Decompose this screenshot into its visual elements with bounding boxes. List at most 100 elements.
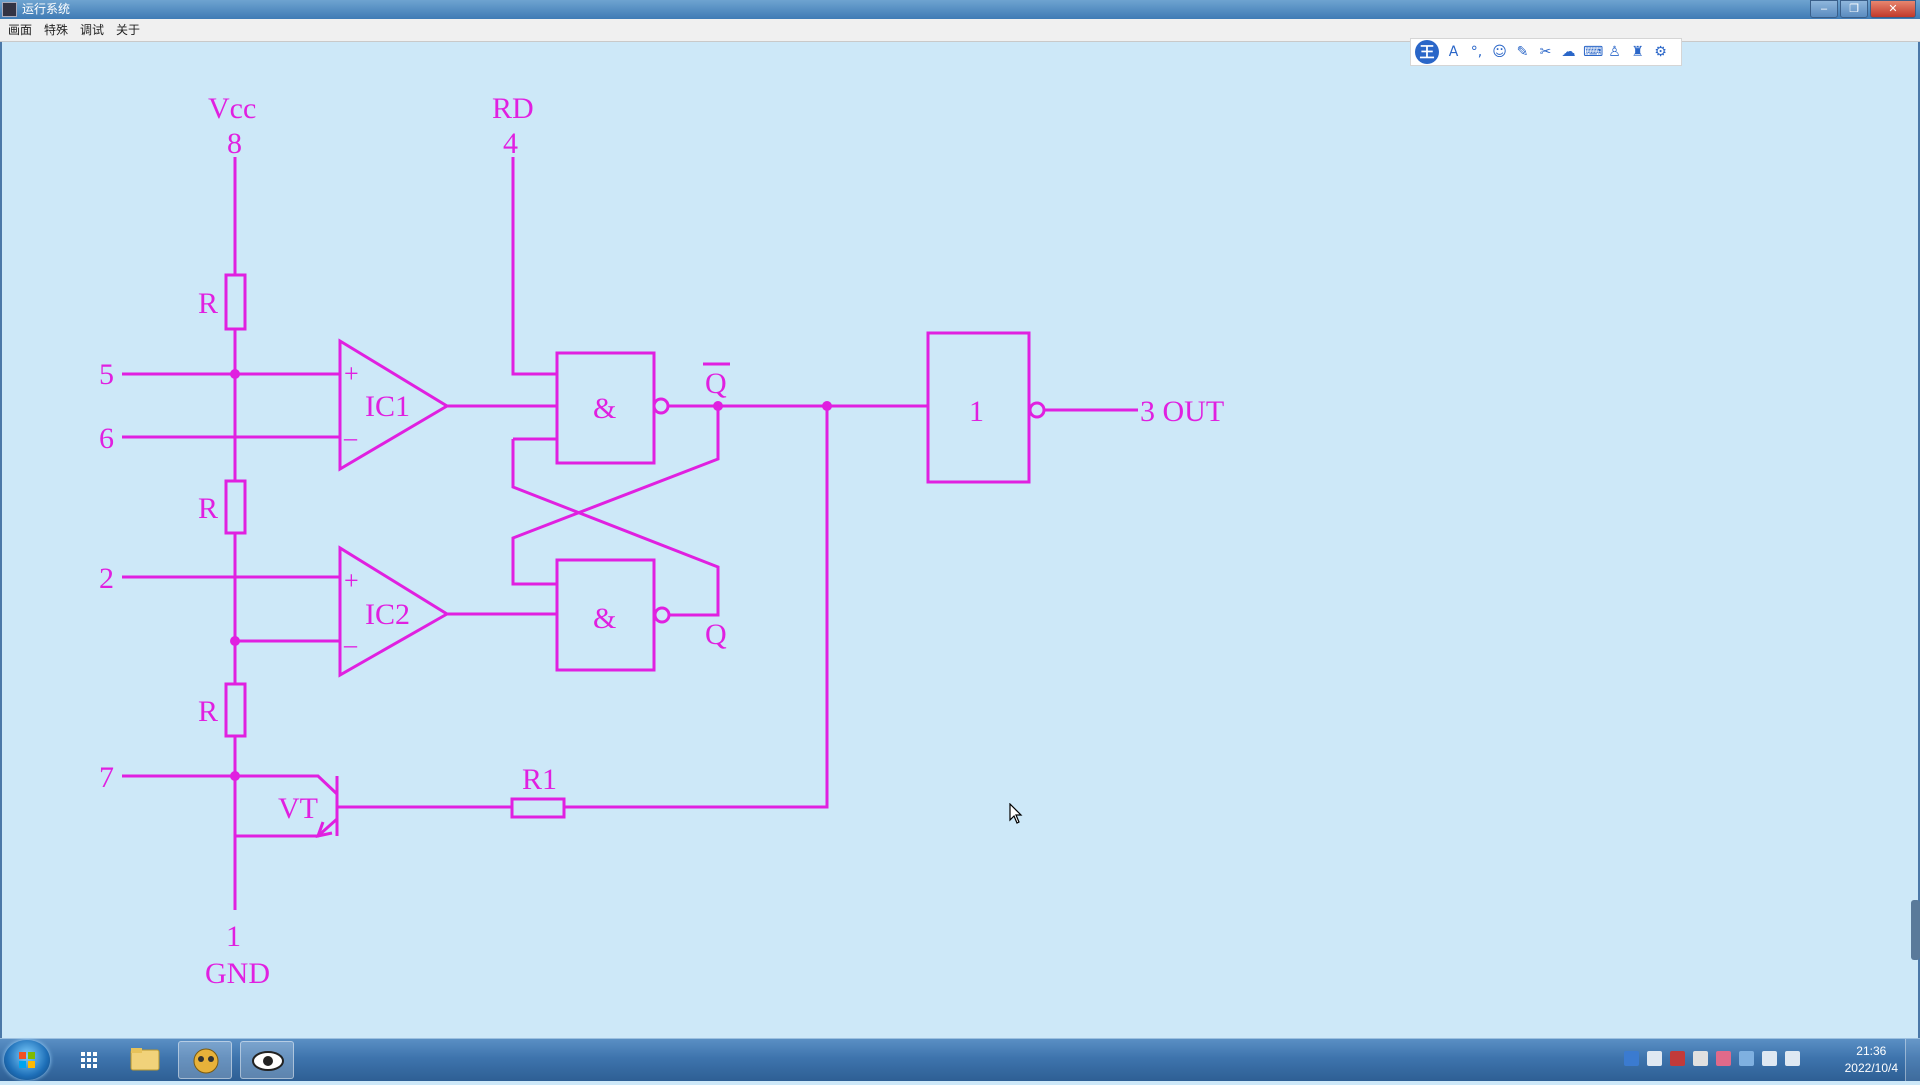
label-pin1: 1 — [226, 920, 241, 953]
transistor-collector — [235, 774, 339, 796]
menu-item-debug[interactable]: 调试 — [80, 23, 105, 37]
scissors-icon[interactable]: ✂ — [1539, 44, 1552, 60]
wire-cross-1 — [511, 406, 720, 586]
label-r-top: R — [198, 287, 218, 320]
show-desktop-button[interactable] — [1905, 1039, 1920, 1081]
label-vt: VT — [278, 792, 318, 825]
label-ic2-minus: – — [343, 630, 358, 659]
close-button[interactable]: ✕ — [1870, 0, 1916, 18]
label-not-gate: 1 — [969, 395, 984, 428]
clock-date: 2022/10/4 — [1844, 1061, 1898, 1075]
display-tray-icon[interactable] — [1693, 1051, 1708, 1066]
ime-toolbar: 王 A °, ☺ ✎ ✂ ☁ ⌨ ♙ ♜ ⚙ — [1410, 38, 1682, 66]
junction-dots — [230, 369, 832, 781]
ime-tray-icon[interactable] — [1624, 1051, 1639, 1066]
clock-time: 21:36 — [1856, 1044, 1887, 1058]
scrollbar-handle[interactable] — [1911, 900, 1920, 960]
minimize-button[interactable]: – — [1810, 0, 1838, 18]
menu-item-about[interactable]: 关于 — [116, 23, 141, 37]
skin-icon[interactable]: ♜ — [1631, 44, 1644, 60]
runtime-app-icon — [193, 1048, 219, 1074]
label-pin2: 2 — [99, 562, 114, 595]
label-rd: RD — [492, 92, 534, 125]
ime-logo-icon[interactable]: 王 — [1415, 40, 1439, 64]
restore-button[interactable]: ❐ — [1840, 0, 1868, 18]
window-controls: – ❐ ✕ — [1810, 0, 1916, 18]
resistor-bottom — [224, 682, 247, 738]
canvas-area — [0, 42, 1920, 1038]
label-r-mid: R — [198, 492, 218, 525]
circuit-diagram: Vcc 8 RD 4 R R R 5 6 2 7 1 GND IC1 IC2 +… — [99, 92, 1224, 990]
punct-icon[interactable]: °, — [1470, 44, 1483, 60]
label-ic2-plus: + — [344, 566, 359, 595]
taskbar: 21:36 2022/10/4 — [0, 1038, 1920, 1081]
app-tray-icon[interactable] — [1716, 1051, 1731, 1066]
junction-ic2-minus — [230, 636, 240, 646]
apps-grid-icon[interactable] — [80, 1051, 98, 1069]
text-icon[interactable]: A — [1448, 44, 1459, 60]
label-ic1-minus: – — [343, 423, 358, 452]
comparator-ic2 — [338, 545, 450, 678]
viewer-app-button[interactable] — [240, 1041, 294, 1079]
resistor-top — [224, 273, 247, 331]
user-icon[interactable]: ♙ — [1608, 44, 1621, 60]
resistor-r1 — [510, 797, 566, 819]
start-button[interactable] — [4, 1040, 50, 1080]
folder-icon — [130, 1048, 160, 1071]
nand-bottom-bubble — [653, 606, 671, 624]
label-pin7: 7 — [99, 761, 114, 794]
transistor-arrow — [315, 821, 333, 839]
network-icon[interactable] — [1785, 1051, 1800, 1066]
cloud-icon[interactable]: ☁ — [1561, 44, 1576, 60]
not-gate-bubble — [1028, 401, 1046, 419]
label-ic2: IC2 — [365, 598, 410, 631]
label-ic1-plus: + — [344, 359, 359, 388]
keyboard-icon[interactable]: ⌨ — [1583, 44, 1604, 60]
junction-feedback — [822, 401, 832, 411]
shield-tray-icon[interactable] — [1739, 1051, 1754, 1066]
label-r1: R1 — [522, 763, 557, 796]
junction-qbar — [713, 401, 723, 411]
tray-expand-icon[interactable] — [1647, 1051, 1662, 1066]
label-qbar: Q — [705, 367, 727, 400]
security-tray-icon[interactable] — [1670, 1051, 1685, 1066]
label-nand-top: & — [593, 392, 616, 425]
eye-app-icon — [252, 1051, 284, 1071]
clock[interactable]: 21:36 2022/10/4 — [1845, 1043, 1898, 1077]
window-title: 运行系统 — [22, 2, 71, 16]
system-tray: 21:36 2022/10/4 — [1620, 1039, 1920, 1081]
label-pin5: 5 — [99, 358, 114, 391]
resistor-mid — [224, 479, 247, 535]
comparator-ic1 — [338, 338, 450, 472]
menu-bar: 画面 特殊 调试 关于 — [0, 19, 1920, 42]
volume-icon[interactable] — [1762, 1051, 1777, 1066]
wire-cross-2 — [511, 439, 720, 617]
settings-icon[interactable]: ⚙ — [1654, 44, 1667, 60]
label-ic1: IC1 — [365, 390, 410, 423]
file-explorer-button[interactable] — [118, 1041, 172, 1079]
wire-feedback — [564, 406, 829, 809]
label-pin6: 6 — [99, 422, 114, 455]
label-gnd: GND — [205, 957, 270, 990]
junction-pin5 — [230, 369, 240, 379]
emoji-icon[interactable]: ☺ — [1492, 44, 1507, 60]
label-pin4: 4 — [503, 127, 518, 160]
menu-item-screen[interactable]: 画面 — [8, 23, 33, 37]
label-out: 3 OUT — [1140, 395, 1224, 428]
wire-rd — [511, 157, 557, 376]
junction-pin7 — [230, 771, 240, 781]
label-pin8: 8 — [227, 127, 242, 160]
app-icon — [2, 2, 17, 17]
menu-item-special[interactable]: 特殊 — [44, 23, 69, 37]
label-vcc: Vcc — [208, 92, 256, 125]
circuit-labels: Vcc 8 RD 4 R R R 5 6 2 7 1 GND IC1 IC2 +… — [99, 92, 1224, 990]
label-nand-bottom: & — [593, 602, 616, 635]
label-q: Q — [705, 618, 727, 651]
title-bar: 运行系统 – ❐ ✕ — [0, 0, 1920, 19]
nand-top-bubble — [652, 397, 670, 415]
runtime-app-button[interactable] — [178, 1041, 232, 1079]
windows-logo-icon — [19, 1052, 35, 1068]
circuit-wires — [122, 157, 1138, 910]
pen-icon[interactable]: ✎ — [1516, 44, 1529, 60]
label-r-bottom: R — [198, 695, 218, 728]
